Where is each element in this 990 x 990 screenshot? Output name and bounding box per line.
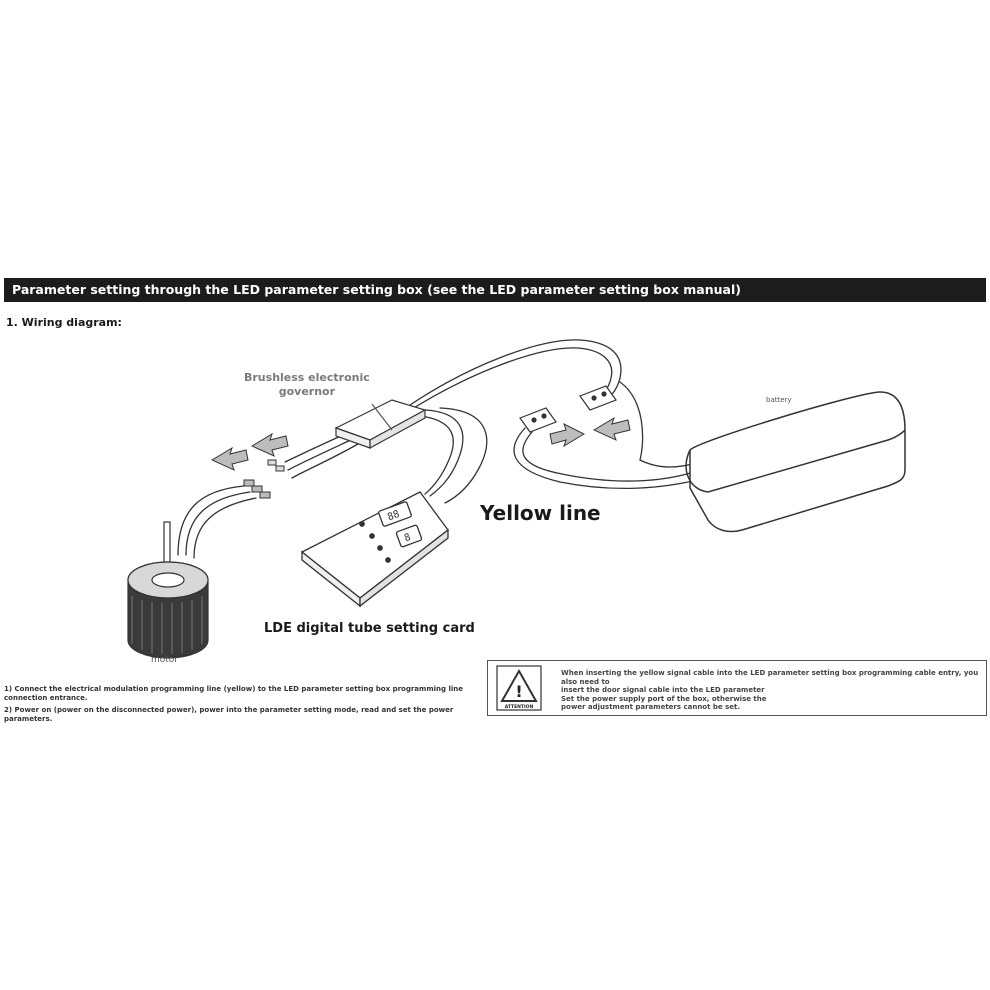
motor-label: motor (151, 655, 179, 665)
arrows (210, 416, 631, 471)
header-title: Parameter setting through the LED parame… (12, 282, 741, 297)
motor-lead-3 (193, 497, 257, 559)
battery-connector-female (579, 385, 617, 411)
steps-list: 1) Connect the electrical modulation pro… (4, 685, 474, 727)
motor-wire-2 (287, 437, 356, 471)
attention-line-2: insert the door signal cable into the LE… (561, 686, 765, 694)
battery-label: battery (766, 396, 792, 404)
esc-label-line2: governor (278, 385, 336, 398)
attention-icon-label: ATTENTION (505, 704, 534, 710)
header-bar: Parameter setting through the LED parame… (4, 278, 986, 302)
attention-line-3: Set the power supply port of the box, ot… (561, 694, 767, 703)
attention-line-4: power adjustment parameters cannot be se… (561, 703, 741, 711)
signal-wire-2 (419, 415, 454, 495)
motor-wire-3 (291, 443, 359, 479)
motor (127, 521, 209, 659)
battery-connector-male (519, 407, 557, 433)
power-cable-outer (409, 339, 622, 406)
card-label: LDE digital tube setting card (264, 621, 475, 636)
attention-symbol: ! (515, 682, 522, 701)
card-digit-2: 8 (403, 532, 412, 544)
arrow-left-2 (250, 432, 289, 457)
arrow-left-1 (210, 446, 249, 471)
esc-label-line1: Brushless electronic (244, 371, 370, 384)
signal-wire-3 (439, 407, 488, 504)
card-digit-1: 88 (386, 509, 401, 523)
step-2: 2) Power on (power on the disconnected p… (4, 706, 454, 723)
motor-lead-1 (177, 485, 245, 556)
attention-text: When inserting the yellow signal cable i… (561, 669, 981, 712)
battery (685, 391, 906, 533)
attention-box: ! ATTENTION When inserting the yellow si… (487, 660, 987, 716)
battery-cable-1 (513, 427, 706, 490)
motor-connectors (243, 459, 285, 499)
battery-cable-3 (619, 381, 701, 468)
yellow-line-label: Yellow line (480, 501, 601, 525)
power-cable-inner (403, 347, 613, 415)
section-title: 1. Wiring diagram: (6, 316, 122, 329)
arrow-right-1 (549, 423, 586, 448)
attention-icon: ! ATTENTION (496, 665, 542, 711)
battery-cable-2 (522, 431, 701, 482)
esc-body (334, 399, 427, 450)
motor-lead-2 (185, 491, 251, 556)
arrow-left-3 (592, 416, 631, 441)
esc-label: Brushless electronic governor (244, 371, 370, 399)
led-card (300, 491, 449, 608)
attention-line-1: When inserting the yellow signal cable i… (561, 669, 979, 686)
signal-wire-1 (424, 409, 464, 497)
step-1: 1) Connect the electrical modulation pro… (4, 685, 463, 702)
